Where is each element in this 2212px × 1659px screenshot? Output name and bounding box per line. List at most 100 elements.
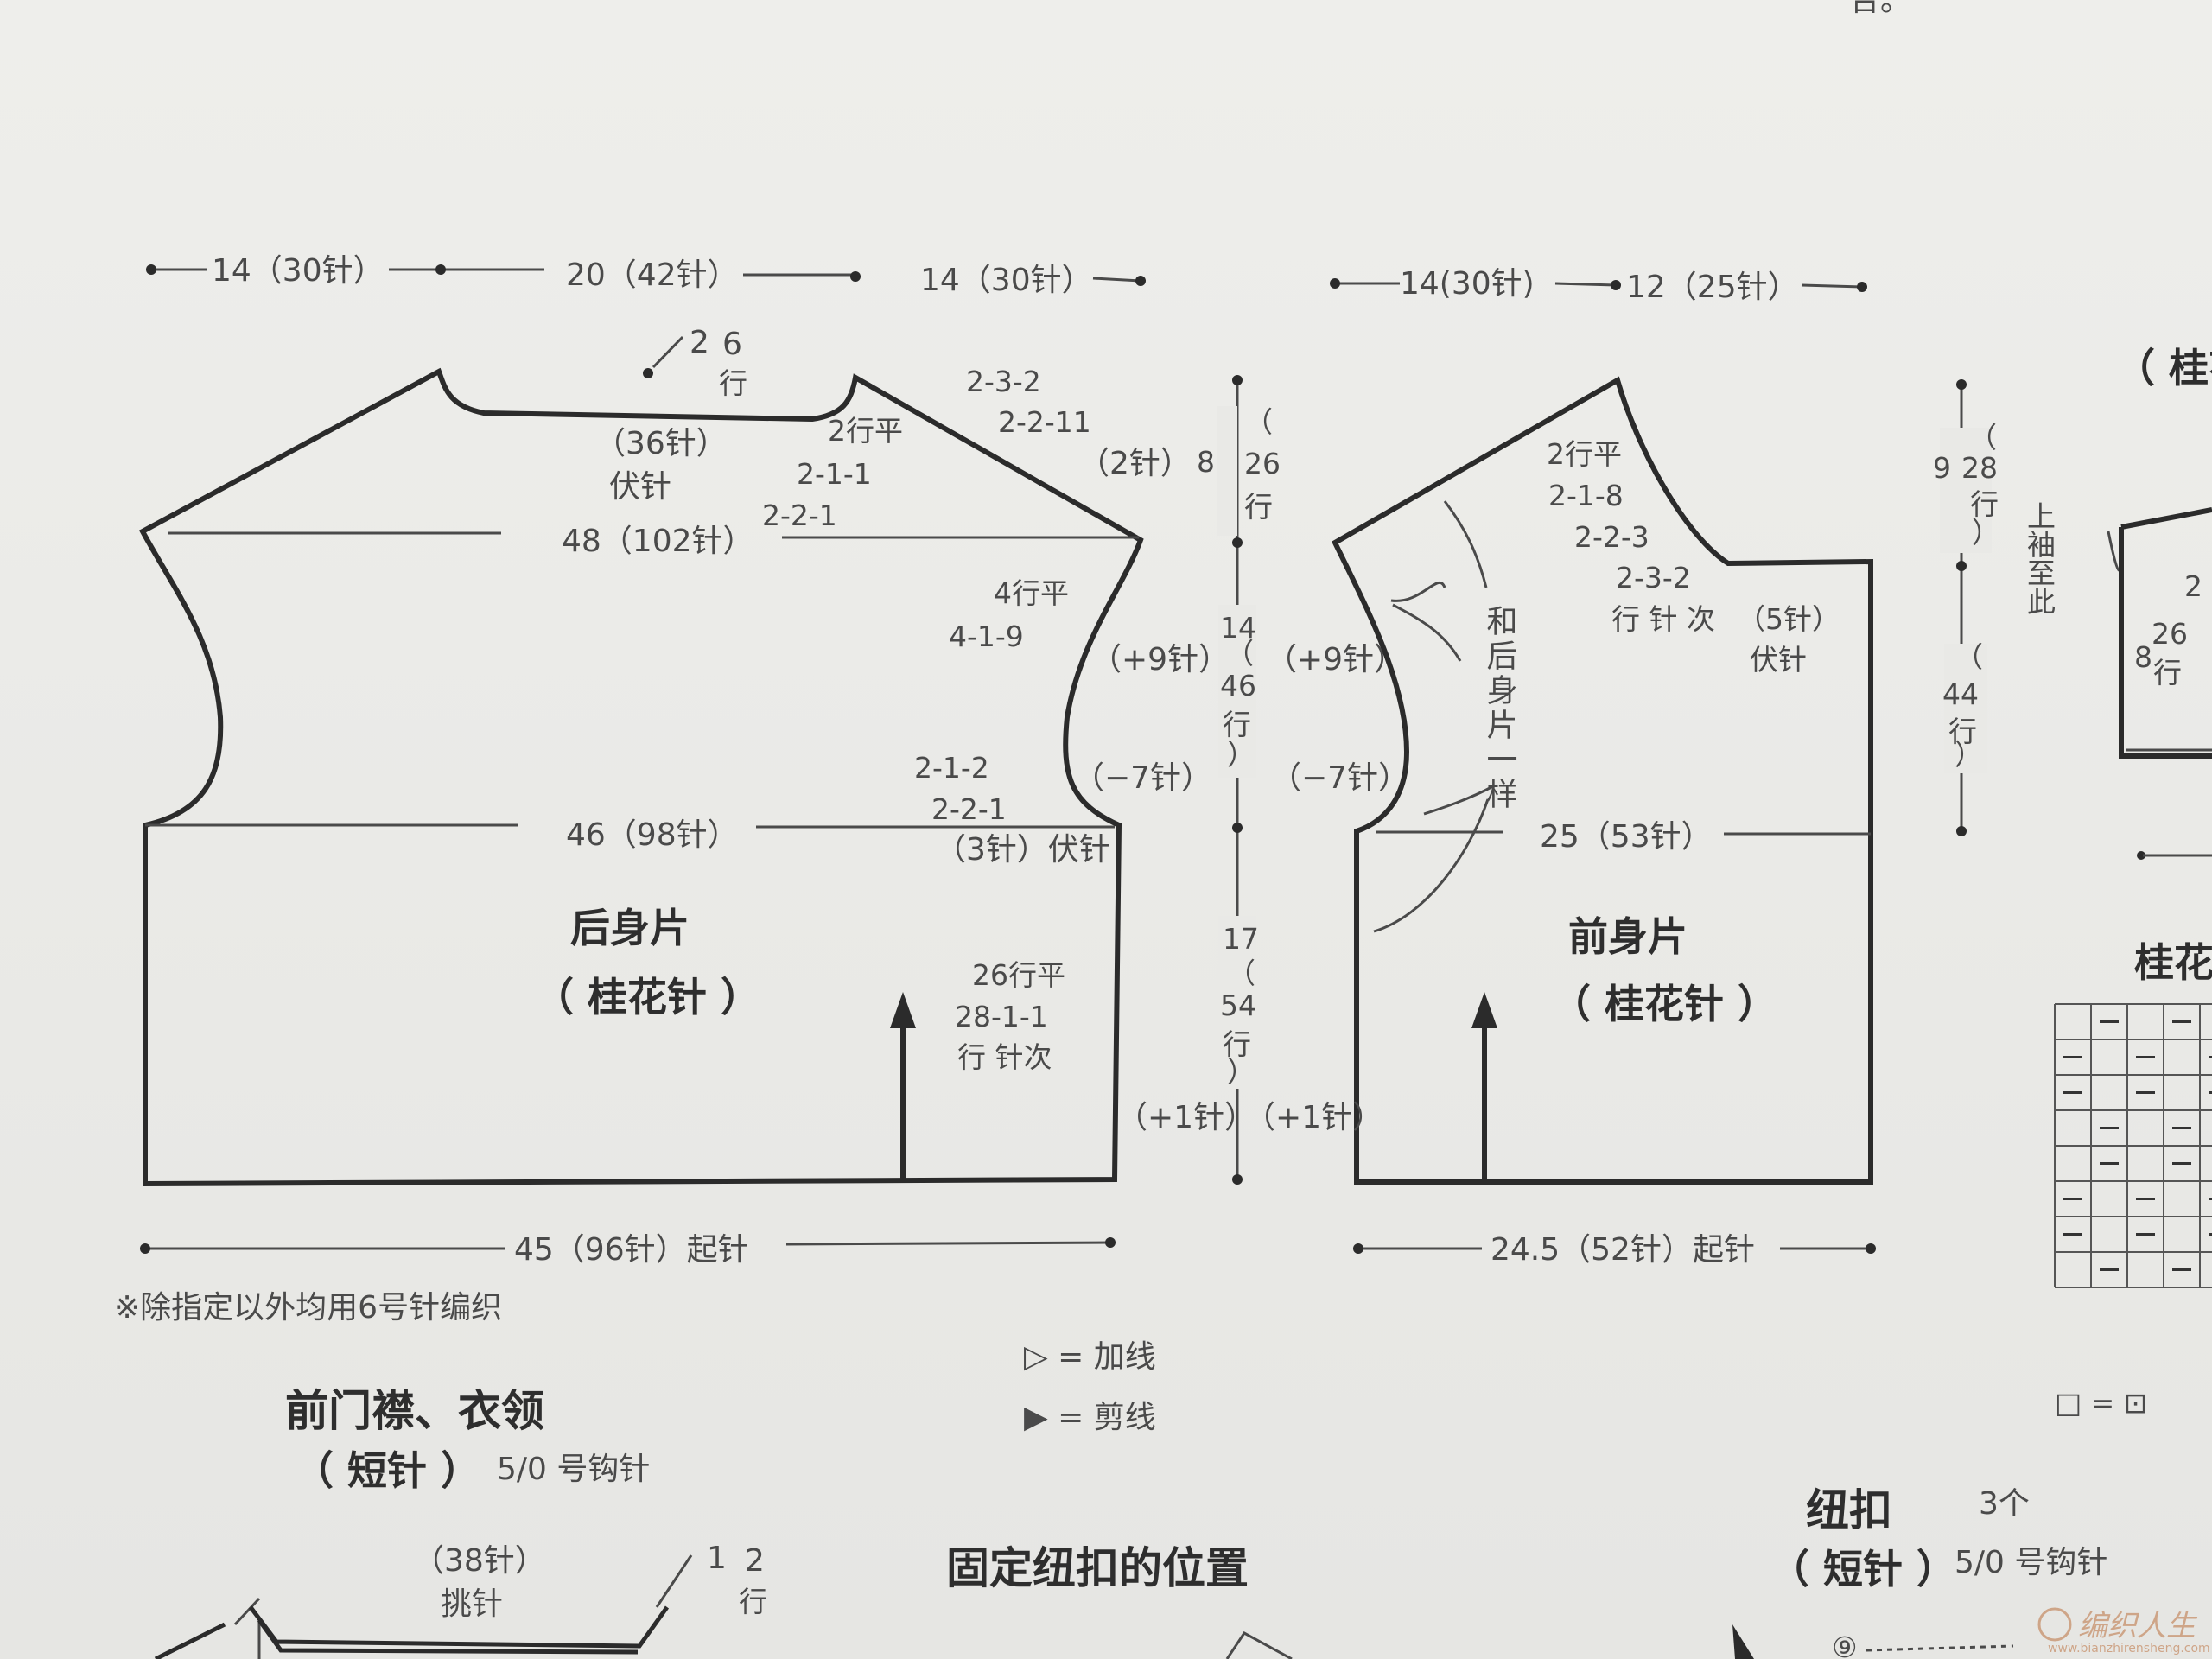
- watermark-brand: 编织人生: [2078, 1609, 2198, 1643]
- back-top-dim-right: 14（30针）: [920, 263, 1093, 298]
- placket-rows-count: 2: [745, 1543, 765, 1579]
- back-caston: 45（96针）起针: [514, 1232, 749, 1268]
- back-title: 后身片: [570, 905, 690, 951]
- armhole-inc-1: 4行平: [994, 576, 1069, 610]
- button-position-shape: [1225, 1631, 1293, 1659]
- side-inc-2: 28-1-1: [955, 1000, 1048, 1033]
- right-seg1-close: ）: [1972, 516, 2000, 550]
- buttons-hook: 5/0 号钩针: [1955, 1545, 2107, 1580]
- mid-seg1-open: （: [1244, 405, 1273, 439]
- front-shoulder-6: （5针）: [1737, 602, 1840, 636]
- front-caston: 24.5（52针）起针: [1491, 1232, 1755, 1268]
- buttons-count: 3个: [1979, 1486, 2030, 1522]
- neck-rows-num: 2: [690, 325, 709, 360]
- front-width-25: 25（53针）: [1540, 819, 1713, 855]
- back-top-dim-left: 14（30针）: [212, 253, 385, 289]
- back-subtitle: （ 桂花针 ）: [534, 974, 760, 1020]
- front-plus1: （+1针）: [1244, 1100, 1383, 1135]
- front-top-dim-right: 12（25针）: [1626, 270, 1799, 305]
- middle-vertical-dimension: 8 （ 26 行 14 （ 46 行 ） 17 （ 54 行 ）: [1197, 375, 1281, 1185]
- armhole-inc-2: 4-1-9: [949, 620, 1024, 653]
- sleeve-num-3: 26: [2152, 617, 2188, 651]
- shoulder-dec-2: 2-2-11: [998, 405, 1091, 439]
- front-shoulder-2: 2-1-8: [1548, 479, 1624, 512]
- legend-cut-yarn: ▶ = 剪线: [1024, 1400, 1156, 1435]
- right-seg2-close: ）: [1955, 738, 1983, 772]
- front-title: 前身片: [1568, 913, 1688, 960]
- buttons-subtitle: （ 短针 ）: [1770, 1546, 1956, 1592]
- placket-hook: 5/0 号钩针: [497, 1452, 650, 1487]
- buttons-circle: ⑨: [1832, 1630, 1858, 1659]
- sleeve-num-4: 行: [2153, 656, 2182, 690]
- side-inc-1: 26行平: [972, 958, 1065, 992]
- shoulder-dec-6: 2-2-1: [762, 499, 837, 532]
- mid-seg1: 8: [1197, 445, 1215, 479]
- front-shoulder-5: 行 针 次: [1611, 602, 1715, 636]
- front-shoulder-1: 2行平: [1547, 437, 1622, 471]
- back-caston-dimension: 45（96针）起针: [140, 1232, 1116, 1268]
- watermark: 编织人生 www.bianzhirensheng.com: [2037, 1607, 2210, 1656]
- right-seg2-rows: 44: [1942, 677, 1979, 711]
- mid-seg3-open: （: [1227, 957, 1255, 990]
- button-position-title: 固定纽扣的位置: [946, 1543, 1249, 1593]
- mid-seg2-unit: 行: [1223, 708, 1251, 741]
- right-seg2-open: （: [1955, 640, 1983, 674]
- right-seg1-rows: 28: [1961, 451, 1998, 485]
- front-caston-dimension: 24.5（52针）起针: [1353, 1232, 1876, 1268]
- side-inc-3: 行 针次: [957, 1040, 1052, 1074]
- right-fragment-label: （ 桂花: [2115, 345, 2212, 391]
- buttons-section: 纽扣 3个 （ 短针 ） 5/0 号钩针 ⑨: [1732, 1485, 2107, 1659]
- shoulder-dec-1: 2-3-2: [966, 365, 1041, 398]
- shoulder-dec-3: （2针）: [1078, 446, 1192, 481]
- armhole-dec-3: （3针）伏针: [935, 832, 1110, 868]
- placket-rows-num: 1: [707, 1541, 727, 1576]
- front-shoulder-7: 伏针: [1750, 643, 1807, 677]
- front-minus7: （−7针）: [1270, 760, 1409, 796]
- placket-rows-unit: 行: [739, 1585, 767, 1618]
- front-top-dim-left: 14(30针): [1400, 266, 1535, 302]
- buttons-title: 纽扣: [1806, 1485, 1892, 1535]
- shoulder-dec-5: 2-1-1: [797, 457, 872, 491]
- neck-rows-count: 6: [722, 327, 742, 362]
- mid-seg2-rows: 46: [1220, 669, 1256, 702]
- placket-pickup-label: 挑针: [441, 1586, 503, 1622]
- front-shoulder-3: 2-2-3: [1574, 520, 1649, 554]
- top-right-fragment: 合。: [1849, 0, 1911, 18]
- mid-seg2-open: （: [1225, 637, 1254, 671]
- right-vertical-dimension: 9 （ 28 行 ） （ 44 行 ）: [1933, 379, 2000, 836]
- back-top-dimension: 14（30针） 20（42针） 14（30针）: [146, 253, 1146, 298]
- legend-add-yarn: ▷ = 加线: [1024, 1339, 1156, 1375]
- armhole-dec-4: （−7针）: [1073, 760, 1212, 796]
- back-width-48: 48（102针）: [562, 524, 754, 559]
- mid-seg3-unit: 行: [1223, 1027, 1251, 1061]
- placket-section: 前门襟、衣领 （ 短针 ） 5/0 号钩针 （38针） 挑针 1 2 行: [154, 1386, 767, 1659]
- sleeve-num-2: 8: [2134, 640, 2152, 674]
- front-top-dimension: 14(30针) 12（25针）: [1330, 266, 1867, 305]
- armhole-dec-2: 2-2-1: [931, 792, 1007, 826]
- mid-seg1-unit: 行: [1244, 490, 1273, 524]
- back-top-dim-mid: 20（42针）: [566, 257, 739, 293]
- sleeve-note: 上袖至此: [2023, 501, 2056, 615]
- neck-bindoff-label: 伏针: [609, 469, 671, 505]
- right-edge-fragment: （ 桂花 上袖至此 2 8 26 行 桂花 □ = ⊡: [2023, 345, 2212, 1420]
- mid-seg2-close: ）: [1227, 738, 1255, 772]
- watermark-url: www.bianzhirensheng.com: [2048, 1642, 2210, 1656]
- chart-title-fragment: 桂花: [2134, 939, 2212, 986]
- front-shoulder-4: 2-3-2: [1616, 561, 1691, 594]
- chart-legend: □ = ⊡: [2055, 1386, 2147, 1420]
- stitch-chart-grid: [2054, 1003, 2212, 1288]
- right-seg1-open: （: [1968, 421, 1997, 454]
- placket-subtitle: （ 短针 ）: [294, 1447, 480, 1494]
- mid-seg1-rows: 26: [1244, 447, 1281, 480]
- front-piece-outline: [1332, 376, 1873, 1185]
- front-subtitle: （ 桂花针 ）: [1551, 981, 1777, 1027]
- right-seg1: 9: [1933, 451, 1951, 485]
- placket-pickup-count: （38针）: [413, 1543, 546, 1579]
- mid-seg3-close: ）: [1227, 1055, 1255, 1089]
- sleeve-num-1: 2: [2184, 569, 2202, 603]
- back-piece: 2 6 行 （36针） 伏针 2-3-2 2-2-11 （2针） 2行平 2-1…: [138, 325, 1255, 1187]
- mid-seg2: 14: [1220, 611, 1256, 645]
- neck-rows-unit: 行: [719, 366, 747, 400]
- mid-seg3: 17: [1223, 922, 1259, 956]
